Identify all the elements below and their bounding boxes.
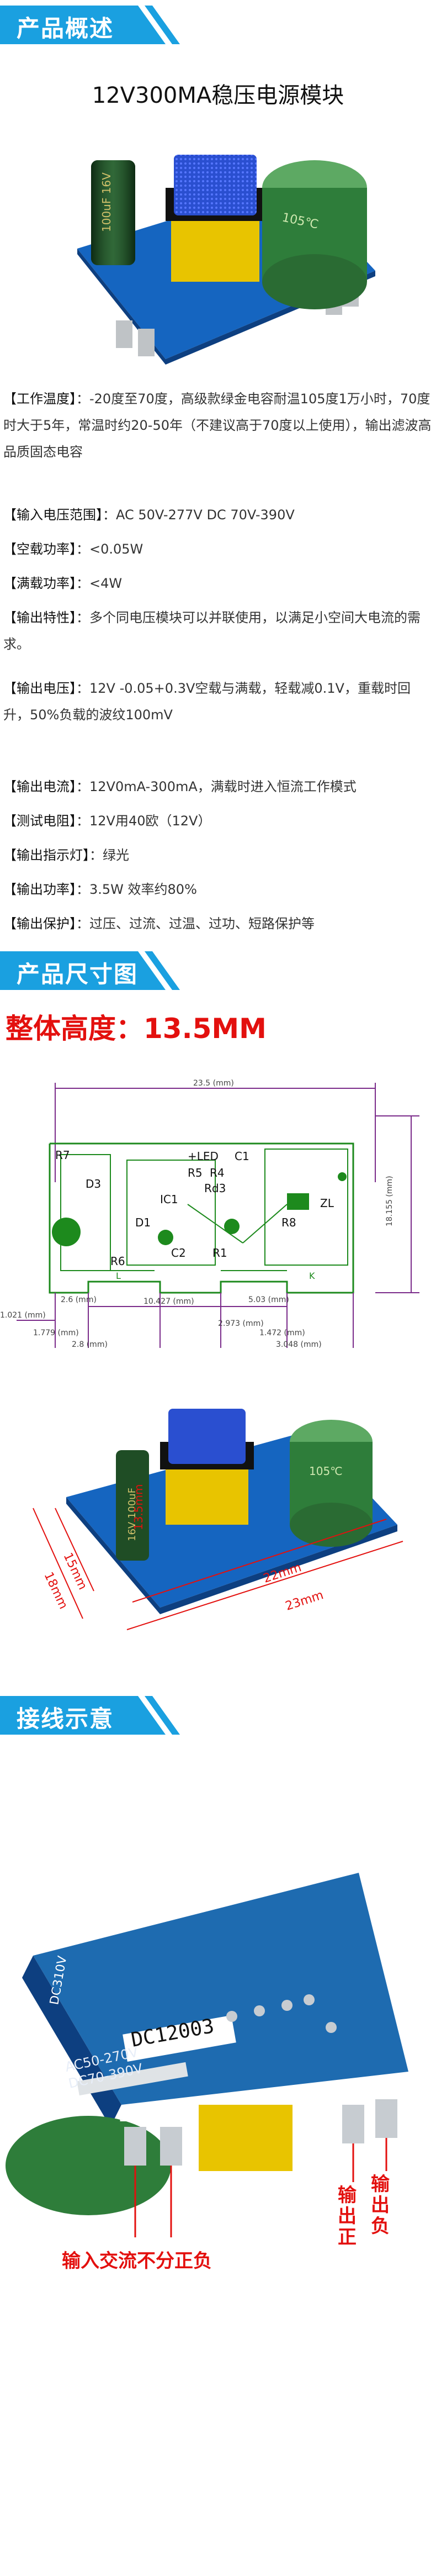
spec-item: 空载功率：<0.05W bbox=[3, 536, 434, 562]
spec-item: 输出功率：3.5W 效率约80% bbox=[3, 876, 434, 903]
product-photo-top: 100uF 16V 105℃ bbox=[77, 155, 375, 365]
pcb-label-zl: ZL bbox=[320, 1197, 334, 1210]
label-output-positive: 输出正 bbox=[338, 2184, 357, 2248]
pcb-label-r7: R7 bbox=[55, 1149, 70, 1162]
spec-value: 12V用40欧（12V） bbox=[89, 813, 211, 829]
dim-width-top: 23.5 (mm) bbox=[193, 1079, 234, 1088]
pcb-label-l: L bbox=[116, 1271, 121, 1281]
label-output-negative: 输出负 bbox=[371, 2173, 390, 2237]
section-title: 产品概述 bbox=[17, 15, 114, 42]
pcb-label-ic1: IC1 bbox=[160, 1193, 178, 1206]
spec-key: 满载功率 bbox=[3, 576, 76, 591]
spec-key: 工作温度 bbox=[3, 391, 76, 407]
pcb-label-d3: D3 bbox=[86, 1177, 101, 1190]
spec-key: 输入电压范围 bbox=[3, 507, 103, 523]
cap-left-print: 16V 100uF bbox=[126, 1488, 138, 1541]
dim-d9: 3.048 (mm) bbox=[276, 1340, 322, 1348]
board-vccgnd: VCC GND bbox=[326, 2090, 372, 2102]
dim-height-right: 18.155 (mm) bbox=[385, 1176, 394, 1226]
banner-shape bbox=[0, 1696, 180, 1735]
pcb-label-r8: R8 bbox=[281, 1216, 296, 1229]
spec-key: 输出功率 bbox=[3, 882, 76, 897]
section-banner-wiring: 接线示意 bbox=[0, 1696, 182, 1735]
section-title: 产品尺寸图 bbox=[17, 961, 139, 988]
spec-key: 输出电压 bbox=[3, 681, 76, 696]
spec-value: -20度至70度，高级款绿金电容耐温105度1万小时，70度时大于5年，常温时约… bbox=[3, 391, 432, 460]
dim-d1: 2.6 (mm) bbox=[61, 1295, 97, 1304]
label-input-ac: 输入交流不分正负 bbox=[62, 2250, 212, 2272]
spec-item: 输出电压：12V -0.05+0.3V空载与满载，轻载减0.1V，重载时回升，5… bbox=[3, 675, 434, 728]
spec-item: 输出电流：12V0mA-300mA，满载时进入恒流工作模式 bbox=[3, 773, 434, 800]
dim-d6: 1.779 (mm) bbox=[33, 1329, 79, 1337]
pcb-label-c1: C1 bbox=[235, 1150, 249, 1163]
dim-d2: 10.427 (mm) bbox=[143, 1297, 194, 1306]
dim-photo-23: 23mm bbox=[284, 1588, 325, 1614]
pcb-label-led: +LED bbox=[188, 1150, 219, 1163]
spec-key: 输出电流 bbox=[3, 779, 76, 794]
section-banner-size: 产品尺寸图 bbox=[0, 951, 182, 990]
spec-value: 过压、过流、过温、过功、短路保护等 bbox=[89, 916, 315, 931]
section-title: 接线示意 bbox=[17, 1705, 114, 1732]
spec-value: 绿光 bbox=[103, 847, 129, 863]
spec-item: 满载功率：<4W bbox=[3, 570, 434, 597]
spec-value: <0.05W bbox=[89, 541, 143, 557]
spec-item: 输出指示灯：绿光 bbox=[3, 842, 434, 868]
dim-d4: 1.021 (mm) bbox=[0, 1311, 46, 1320]
board-out: OUT bbox=[348, 2077, 369, 2088]
spec-key: 输出指示灯 bbox=[3, 847, 89, 863]
spec-value: <4W bbox=[89, 576, 123, 591]
dim-d5: 2.973 (mm) bbox=[218, 1319, 264, 1328]
product-title: 12V300MA稳压电源模块 bbox=[92, 83, 344, 108]
product-photo-dimensions: 16V 100uF 105℃ 18mm 15mm 22mm 23mm 13.5m… bbox=[33, 1409, 403, 1630]
overall-height: 整体高度：13.5MM bbox=[6, 1013, 267, 1045]
pcb-label-c2: C2 bbox=[171, 1246, 186, 1260]
spec-key: 空载功率 bbox=[3, 541, 76, 557]
spec-item: 输入电压范围：AC 50V-277V DC 70V-390V bbox=[3, 502, 434, 528]
spec-key: 测试电阻 bbox=[3, 813, 76, 829]
wiring-photo: DC12003 DC310V AC50-270V DC70-390V L IN … bbox=[6, 1873, 408, 2237]
pcb-label-k: K bbox=[309, 1271, 315, 1281]
pcb-label-r4: R4 bbox=[210, 1166, 225, 1179]
spec-key: 输出保护 bbox=[3, 916, 76, 931]
pcb-dimension-drawing: 23.5 (mm) 18.155 (mm) +LED R5 R4 C1 R7 D… bbox=[0, 1079, 419, 1348]
board-lin: L IN N bbox=[119, 2109, 162, 2125]
cap-right-print: 105℃ bbox=[309, 1465, 343, 1478]
pcb-label-d1: D1 bbox=[135, 1216, 151, 1229]
spec-item: 测试电阻：12V用40欧（12V） bbox=[3, 808, 434, 834]
dim-d8: 2.8 (mm) bbox=[72, 1340, 108, 1348]
section-banner-overview: 产品概述 bbox=[0, 6, 182, 44]
dim-photo-135: 13.5mm bbox=[132, 1484, 145, 1531]
spec-item: 输出特性：多个同电压模块可以并联使用，以满足小空间大电流的需求。 bbox=[3, 604, 434, 657]
banner-shape bbox=[0, 951, 180, 990]
spec-item: 输出保护：过压、过流、过温、过功、短路保护等 bbox=[3, 910, 434, 937]
spec-item: 工作温度：-20度至70度，高级款绿金电容耐温105度1万小时，70度时大于5年… bbox=[3, 386, 434, 465]
pcb-label-rd3: Rd3 bbox=[204, 1182, 226, 1195]
spec-value: AC 50V-277V DC 70V-390V bbox=[116, 507, 295, 523]
spec-value: 多个同电压模块可以并联使用，以满足小空间大电流的需求。 bbox=[3, 610, 421, 652]
dim-d3: 5.03 (mm) bbox=[248, 1295, 289, 1304]
pcb-label-r1: R1 bbox=[212, 1246, 227, 1260]
dim-photo-18: 18mm bbox=[41, 1570, 71, 1611]
spec-value: 3.5W 效率约80% bbox=[89, 882, 197, 897]
spec-value: 12V0mA-300mA，满载时进入恒流工作模式 bbox=[89, 779, 357, 794]
svg-text:100uF 16V: 100uF 16V bbox=[100, 172, 113, 232]
spec-key: 输出特性 bbox=[3, 610, 76, 625]
spec-value: 12V -0.05+0.3V空载与满载，轻载减0.1V，重载时回升，50%负载的… bbox=[3, 681, 411, 723]
pcb-label-r6: R6 bbox=[110, 1255, 125, 1268]
banner-shape bbox=[0, 6, 180, 44]
dim-d7: 1.472 (mm) bbox=[259, 1329, 305, 1337]
pcb-label-r5: R5 bbox=[188, 1166, 203, 1179]
